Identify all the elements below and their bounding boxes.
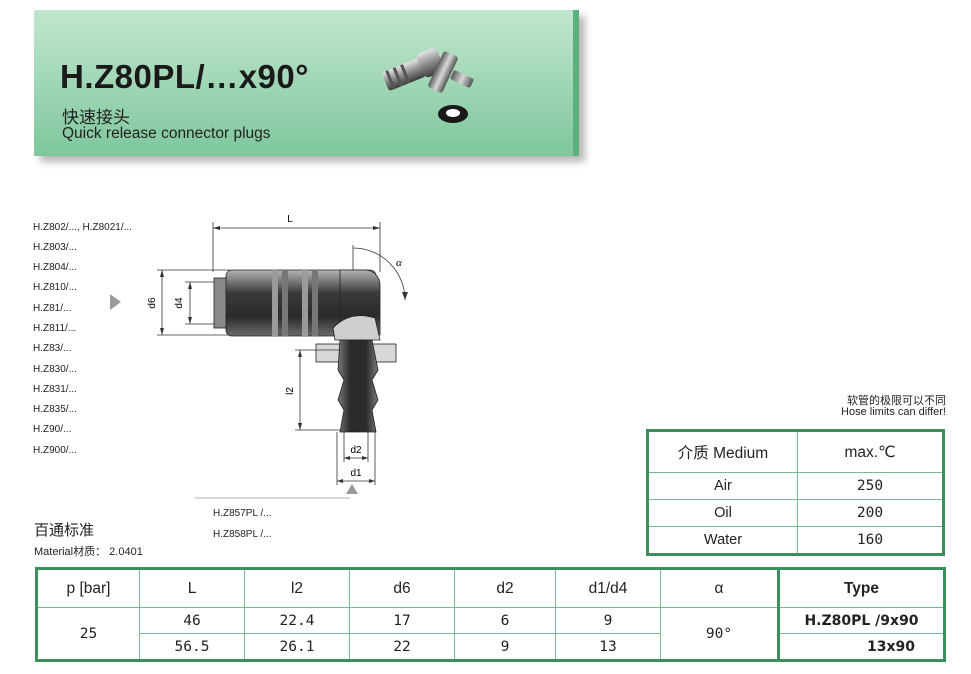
series-item: H.Z830/... <box>33 364 77 375</box>
label-L: L <box>287 214 293 225</box>
label-d2: d2 <box>350 445 362 456</box>
standard-label: 百通标准 <box>34 522 95 539</box>
pressure-cell: 25 <box>36 607 140 661</box>
temp-cell: 250 <box>797 472 944 500</box>
series-item: H.Z802/..., H.Z8021/... <box>33 222 132 233</box>
header-L: L <box>139 568 245 608</box>
label-d1: d1 <box>350 468 362 479</box>
header-d2: d2 <box>454 568 556 608</box>
subtitle-chinese: 快速接头 <box>62 108 130 127</box>
page-title: H.Z80PL/…x90° <box>60 58 309 95</box>
hose-note-english: Hose limits can differ! <box>841 406 946 418</box>
label-alpha: α <box>396 257 402 269</box>
header-l2: l2 <box>244 568 350 608</box>
subtitle-english: Quick release connector plugs <box>62 125 271 142</box>
label-l2: l2 <box>285 387 296 395</box>
series-item: H.Z835/... <box>33 404 77 415</box>
l2-cell: 26.1 <box>244 633 350 661</box>
type-cell: 13x90 <box>777 633 945 661</box>
series-item: H.Z900/... <box>33 445 77 456</box>
header-banner <box>34 10 579 156</box>
header-d1-d4: d1/d4 <box>555 568 661 608</box>
type-cell: H.Z80PL /9x90 <box>777 607 945 634</box>
header-banner-edge <box>573 10 579 156</box>
d6-cell: 22 <box>349 633 455 661</box>
d1-d4-cell: 13 <box>555 633 661 661</box>
series-item: H.Z90/... <box>33 424 72 435</box>
series-item: H.Z811/... <box>33 323 77 334</box>
alpha-cell: 90° <box>660 607 779 661</box>
material-label: Material材质： 2.0401 <box>34 546 143 558</box>
pointer-arrow-icon <box>110 294 121 310</box>
header-d6: d6 <box>349 568 455 608</box>
note-pl-1: H.Z857PL /... <box>213 508 272 519</box>
temp-cell: 160 <box>797 526 944 555</box>
d1-d4-cell: 9 <box>555 607 661 634</box>
l2-cell: 22.4 <box>244 607 350 634</box>
medium-cell: Water <box>647 526 798 555</box>
series-item: H.Z831/... <box>33 384 77 395</box>
series-item: H.Z803/... <box>33 242 77 253</box>
d2-cell: 6 <box>454 607 556 634</box>
specification-table: p [bar] L l2 d6 d2 d1/d4 α Type 25 46 22… <box>35 567 946 662</box>
temp-cell: 200 <box>797 499 944 527</box>
header-alpha: α <box>660 568 779 608</box>
medium-temperature-table: 介质 Medium max.℃ Air 250 Oil 200 Water 16… <box>646 429 945 556</box>
header-pressure: p [bar] <box>36 568 140 608</box>
d2-cell: 9 <box>454 633 556 661</box>
header-type: Type <box>777 568 945 608</box>
series-item: H.Z83/... <box>33 343 72 354</box>
medium-cell: Oil <box>647 499 798 527</box>
label-d4: d4 <box>174 297 185 309</box>
note-pl-2: H.Z858PL /... <box>213 529 272 540</box>
label-d6: d6 <box>147 297 158 309</box>
series-item: H.Z81/... <box>33 303 72 314</box>
hose-note-chinese: 软管的极限可以不同 <box>847 395 946 407</box>
technical-drawing: L α d6 d4 l2 <box>147 214 408 499</box>
medium-cell: Air <box>647 472 798 500</box>
series-item: H.Z810/... <box>33 282 77 293</box>
header-medium: 介质 Medium <box>647 430 798 473</box>
L-cell: 56.5 <box>139 633 245 661</box>
L-cell: 46 <box>139 607 245 634</box>
product-photo <box>382 48 474 123</box>
d6-cell: 17 <box>349 607 455 634</box>
series-item: H.Z804/... <box>33 262 77 273</box>
header-max-temp: max.℃ <box>797 430 944 473</box>
